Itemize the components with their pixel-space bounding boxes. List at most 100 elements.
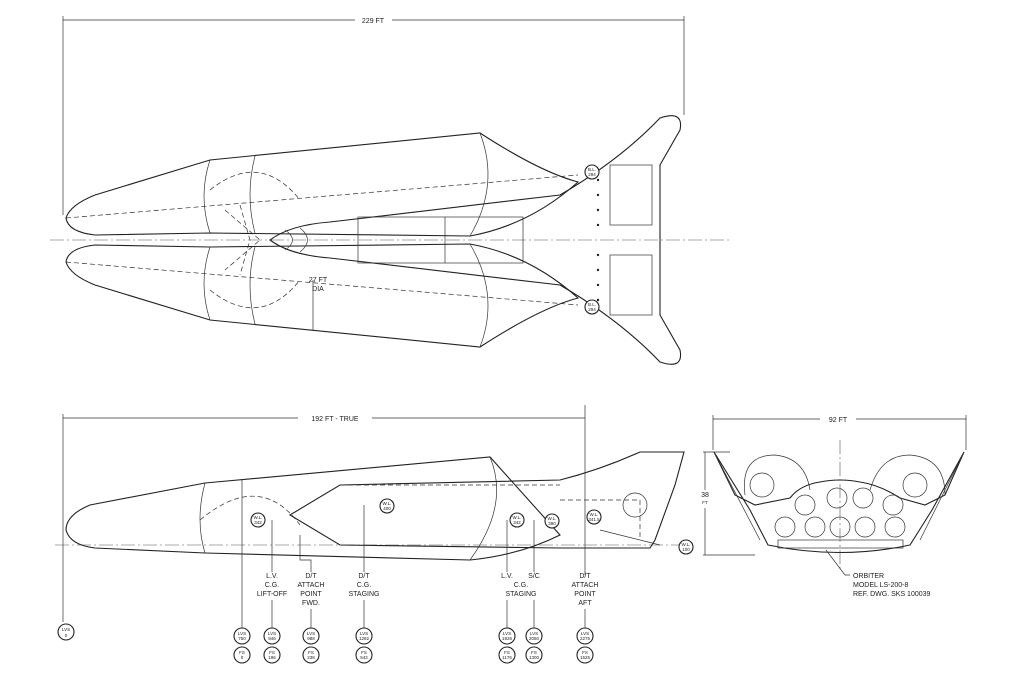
orbiter-front — [713, 451, 965, 554]
svg-text:DIA: DIA — [312, 286, 324, 293]
callout-lv-sc-cg-staging: L.V. S/C C.G. STAGING LVS 1926 FS 1176 L… — [498, 520, 543, 664]
svg-text:1176: 1176 — [502, 655, 512, 660]
svg-text:W.L.: W.L. — [512, 515, 521, 520]
svg-text:D/T: D/T — [305, 573, 317, 580]
svg-text:LVS: LVS — [503, 631, 511, 636]
callout-lv-cg-liftoff: L.V. C.G. LIFT-OFF LVS 946 FS 196 — [257, 520, 287, 664]
height-dimension: 38 FT — [701, 451, 755, 556]
svg-text:341.5: 341.5 — [588, 517, 600, 522]
side-length-dimension: 192 FT - TRUE — [62, 405, 586, 622]
svg-text:W.L.: W.L. — [681, 542, 690, 547]
callout-dt-attach-aft: D/T ATTACH POINT AFT LVS 2275 FS 1525 — [572, 573, 599, 664]
wl-marker: W.L. 342 — [250, 512, 266, 528]
svg-text:390: 390 — [548, 521, 556, 526]
svg-text:POINT: POINT — [300, 591, 322, 598]
svg-text:LVS: LVS — [360, 631, 368, 636]
callout-dt-attach-fwd: D/T ATTACH POINT FWD. LVS 988 FS 238 — [298, 535, 325, 664]
svg-text:ATTACH: ATTACH — [572, 582, 599, 589]
upper-booster-tank — [65, 132, 580, 237]
top-view: 229 FT 27 FT DIA — [50, 16, 730, 365]
wl-marker: W.L. 100 — [678, 539, 694, 555]
svg-text:LIFT-OFF: LIFT-OFF — [257, 591, 287, 598]
svg-text:1300: 1300 — [529, 655, 540, 660]
wl-marker: W.L. 400 — [379, 498, 395, 514]
side-view: 192 FT - TRUE W.L. 342 W.L. 400 W.L. 342… — [55, 405, 694, 664]
orbiter-side — [288, 451, 685, 549]
svg-text:0: 0 — [241, 655, 244, 660]
svg-text:LVS: LVS — [62, 627, 70, 632]
svg-text:750: 750 — [238, 636, 246, 641]
side-length-label: 192 FT - TRUE — [311, 416, 359, 423]
svg-text:294: 294 — [588, 307, 596, 312]
svg-text:POINT: POINT — [574, 591, 596, 598]
svg-text:C.G.: C.G. — [514, 582, 528, 589]
svg-text:FS: FS — [361, 650, 367, 655]
wl-marker: W.L. 390 — [544, 513, 560, 529]
booster-tank-side — [65, 456, 561, 561]
svg-text:W.L.: W.L. — [547, 516, 556, 521]
svg-text:100: 100 — [682, 547, 690, 552]
svg-text:REF. DWG. SKS 100039: REF. DWG. SKS 100039 — [853, 591, 931, 598]
svg-text:LVS: LVS — [530, 631, 538, 636]
svg-text:294: 294 — [588, 172, 596, 177]
svg-text:S/C: S/C — [528, 573, 540, 580]
svg-text:W.L.: W.L. — [589, 512, 598, 517]
height-label: 38 — [701, 492, 709, 499]
callout-0: LVS 750 FS 0 — [233, 480, 251, 664]
svg-text:LVS: LVS — [581, 631, 589, 636]
svg-text:542: 542 — [360, 655, 368, 660]
orbiter-note: ORBITER MODEL LS-200-8 REF. DWG. SKS 100… — [825, 549, 931, 598]
svg-text:238: 238 — [307, 655, 315, 660]
bl-marker-lower: B.L. 294 — [584, 299, 600, 315]
wl-marker: W.L. 341.5 — [586, 509, 602, 525]
svg-text:FS: FS — [239, 650, 245, 655]
svg-text:L.V.: L.V. — [266, 573, 278, 580]
wl-marker: W.L. 342 — [509, 512, 525, 528]
svg-text:2050: 2050 — [529, 636, 540, 641]
overall-length-dimension: 229 FT — [62, 16, 685, 215]
svg-text:400: 400 — [383, 506, 391, 511]
svg-text:LVS: LVS — [307, 631, 315, 636]
front-view: 92 FT 38 FT ORBITER MODEL LS-200-8 — [701, 415, 967, 598]
svg-text:1926: 1926 — [502, 636, 513, 641]
engine-circles — [749, 472, 928, 538]
svg-text:W.L.: W.L. — [253, 515, 262, 520]
svg-text:MODEL LS-200-8: MODEL LS-200-8 — [853, 582, 908, 589]
svg-text:ATTACH: ATTACH — [298, 582, 325, 589]
svg-text:342: 342 — [254, 520, 262, 525]
wl-markers: W.L. 342 W.L. 400 W.L. 342 W.L. 390 W.L.… — [250, 498, 694, 555]
svg-text:LVS: LVS — [268, 631, 276, 636]
svg-text:L.V.: L.V. — [501, 573, 513, 580]
svg-text:0: 0 — [65, 633, 68, 638]
origin-station-marker: LVS 0 — [57, 623, 75, 641]
lower-booster-tank — [65, 243, 580, 348]
span-dimension: 92 FT — [712, 415, 967, 450]
svg-text:342: 342 — [513, 520, 521, 525]
svg-text:B.L.: B.L. — [588, 167, 596, 172]
svg-text:D/T: D/T — [358, 573, 370, 580]
overall-length-label: 229 FT — [362, 18, 385, 25]
bl-marker-upper: B.L. 294 — [584, 164, 600, 180]
svg-text:W.L.: W.L. — [382, 501, 391, 506]
svg-text:FS: FS — [531, 650, 537, 655]
span-label: 92 FT — [829, 417, 848, 424]
svg-text:946: 946 — [268, 636, 276, 641]
svg-text:988: 988 — [307, 636, 315, 641]
svg-text:2275: 2275 — [580, 636, 591, 641]
tank-diameter-label: 27 FT DIA — [309, 277, 328, 293]
svg-text:FS: FS — [582, 650, 588, 655]
attach-dots — [596, 178, 600, 302]
svg-text:ORBITER: ORBITER — [853, 573, 884, 580]
svg-text:STAGING: STAGING — [349, 591, 380, 598]
svg-text:FS: FS — [504, 650, 510, 655]
svg-text:B.L.: B.L. — [588, 302, 596, 307]
svg-text:C.G.: C.G. — [265, 582, 279, 589]
svg-text:FT: FT — [702, 500, 708, 505]
svg-text:C.G.: C.G. — [357, 582, 371, 589]
svg-text:AFT: AFT — [578, 600, 592, 607]
svg-text:27 FT: 27 FT — [309, 277, 328, 284]
svg-text:196: 196 — [268, 655, 276, 660]
svg-text:FS: FS — [308, 650, 314, 655]
svg-text:1525: 1525 — [580, 655, 591, 660]
